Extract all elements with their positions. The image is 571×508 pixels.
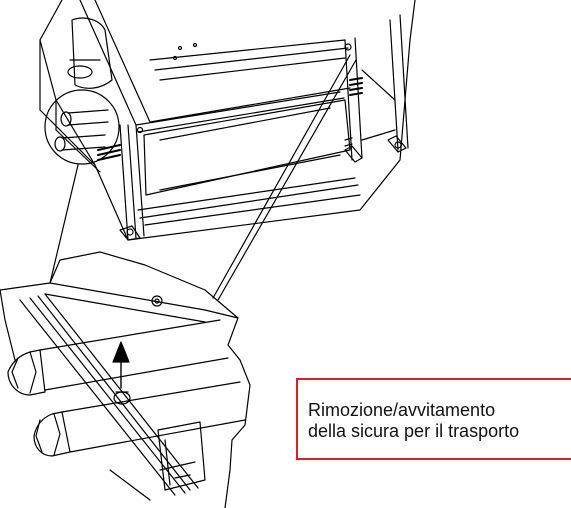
callout-text: Rimozione/avvitamento della sicura per i… <box>308 400 519 442</box>
callout-box: Rimozione/avvitamento della sicura per i… <box>296 378 571 460</box>
detail-view <box>0 251 251 508</box>
arrow-up-icon <box>112 341 130 389</box>
callout-line-2: della sicura per il trasporto <box>308 421 520 441</box>
callout-line-1: Rimozione/avvitamento <box>308 400 496 420</box>
appliance-frame <box>39 0 416 241</box>
detail-leader-lines <box>49 54 357 301</box>
magnifier-circle-icon <box>44 89 120 165</box>
